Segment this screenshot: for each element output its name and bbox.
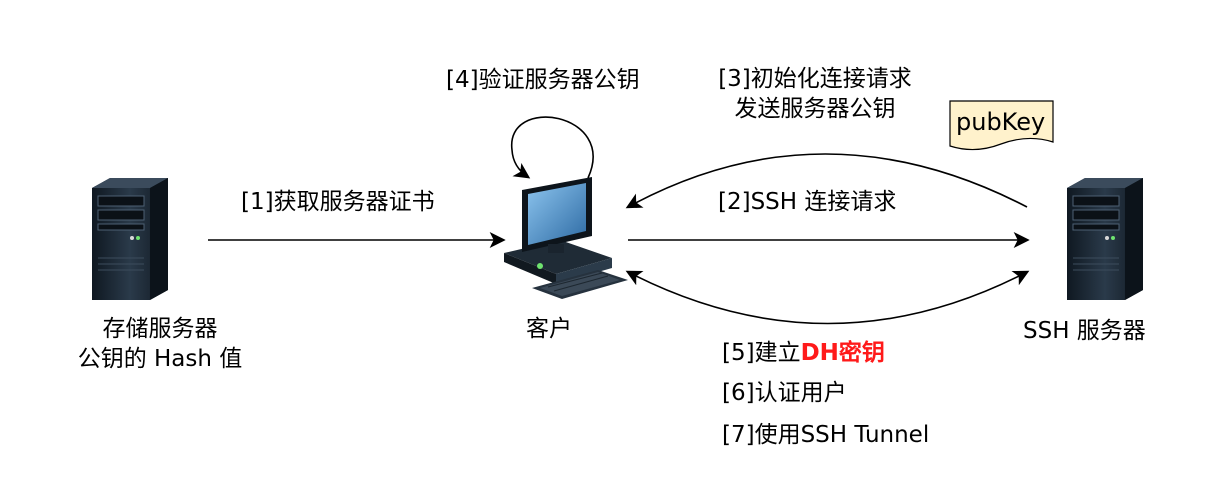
step3-line1: [3]初始化连接请求 bbox=[718, 66, 912, 92]
hash-store-label: 存储服务器 公钥的 Hash 值 bbox=[40, 314, 280, 374]
step3-line2: 发送服务器公钥 bbox=[734, 96, 896, 122]
hash-store-server-icon bbox=[91, 177, 169, 301]
ssh-server-icon bbox=[1066, 177, 1144, 301]
step4-label: [4]验证服务器公钥 bbox=[446, 67, 640, 93]
hash-store-line1: 存储服务器 bbox=[102, 316, 218, 342]
step1-label: [1]获取服务器证书 bbox=[241, 189, 435, 215]
step2-label: [2]SSH 连接请求 bbox=[718, 189, 897, 215]
ssh-server-label: SSH 服务器 bbox=[1023, 318, 1146, 344]
step3-label: [3]初始化连接请求 发送服务器公钥 bbox=[700, 64, 930, 124]
edge-step4-loop bbox=[511, 116, 594, 179]
hash-store-line2: 公钥的 Hash 值 bbox=[77, 346, 243, 372]
step6-label: [6]认证用户 bbox=[722, 380, 847, 406]
step7-label: [7]使用SSH Tunnel bbox=[722, 422, 930, 448]
step5-prefix: [5]建立 bbox=[722, 340, 801, 366]
client-label: 客户 bbox=[526, 316, 572, 342]
edge-step5-7 bbox=[625, 270, 1030, 325]
client-computer-icon bbox=[504, 177, 628, 299]
pubkey-note bbox=[949, 100, 1054, 151]
step5-highlight: DH密钥 bbox=[800, 340, 885, 366]
edge-step3 bbox=[625, 153, 1028, 209]
step5-label: [5]建立DH密钥 bbox=[722, 338, 885, 368]
pubkey-note-label: pubKey bbox=[956, 108, 1046, 136]
